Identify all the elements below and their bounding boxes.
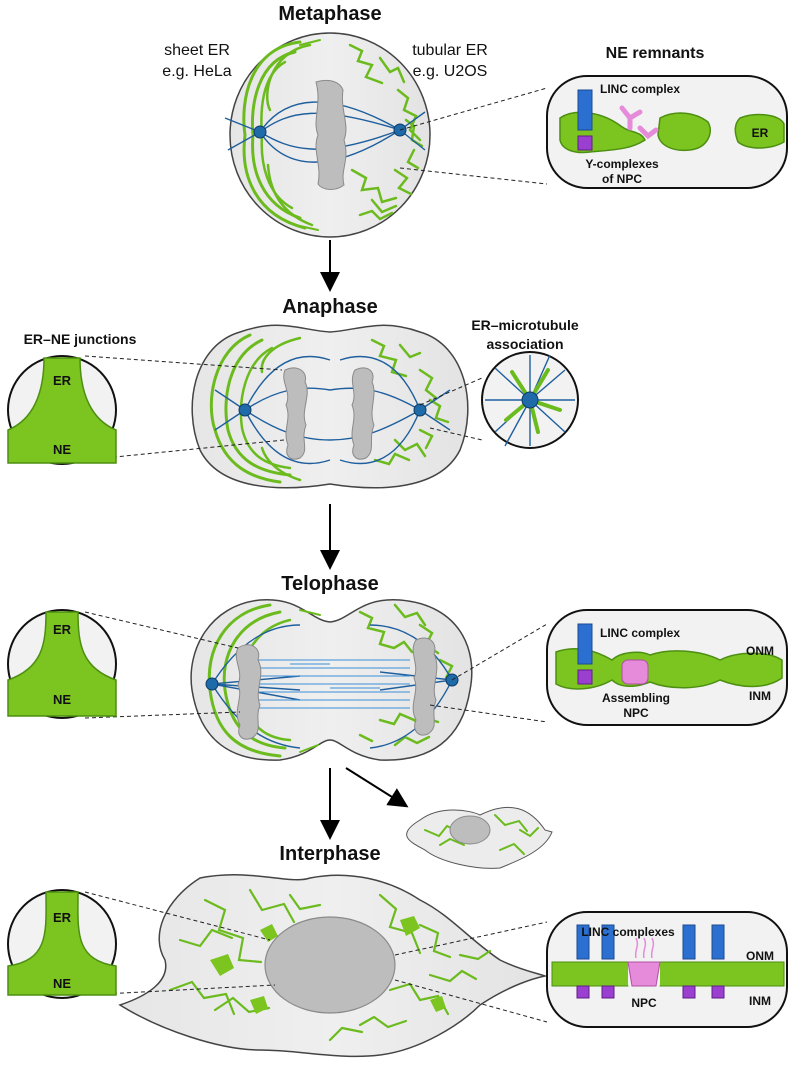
ne-remnants-title: NE remnants bbox=[606, 45, 705, 62]
assembling-label: Assembling bbox=[602, 691, 670, 705]
er-ne-junctions-title: ER–NE junctions bbox=[24, 331, 137, 347]
er-mt-title-line2: association bbox=[486, 336, 563, 352]
er-label-inset1: ER bbox=[752, 126, 769, 140]
telophase-chromatin-right bbox=[412, 637, 438, 736]
assembling-npc-label: NPC bbox=[623, 706, 649, 720]
interphase-title: Interphase bbox=[279, 843, 380, 865]
ne-label-inset3: NE bbox=[53, 692, 71, 707]
linc-complex-label: LINC complex bbox=[600, 82, 680, 96]
centrosome-left bbox=[253, 125, 267, 139]
npc-icon bbox=[627, 961, 661, 987]
er-label-inset2: ER bbox=[53, 373, 72, 388]
assembling-npc-inset: LINC complex ONM INM Assembling NPC bbox=[546, 609, 788, 726]
er-microtubule-inset bbox=[481, 351, 579, 449]
anaphase-cell bbox=[191, 324, 469, 489]
of-npc-label: of NPC bbox=[602, 172, 642, 186]
interphase-cell bbox=[118, 874, 548, 1058]
er-mt-title-line1: ER–microtubule bbox=[471, 317, 579, 333]
linc-complexes-label: LINC complexes bbox=[581, 925, 675, 939]
tubular-er-label: tubular ER bbox=[412, 42, 488, 59]
linc-complex-label-2: LINC complex bbox=[600, 626, 680, 640]
ne-label-inset4: NE bbox=[53, 976, 71, 991]
telophase-cell bbox=[190, 599, 473, 761]
npc-inset: LINC complexes ONM INM NPC bbox=[546, 911, 788, 1028]
telophase-chromatin-left bbox=[235, 644, 262, 740]
er-ne-junction-inset-telophase: ER NE bbox=[7, 609, 117, 719]
ne-label-inset2: NE bbox=[53, 442, 71, 457]
anaphase-centrosome-left bbox=[238, 403, 252, 417]
arrow-telophase-to-small-cell bbox=[345, 767, 409, 808]
tubular-er-example: e.g. U2OS bbox=[413, 63, 488, 80]
y-complex-icon bbox=[619, 105, 643, 131]
ne-remnants-inset: LINC complex ER Y-complexes of NPC bbox=[546, 75, 788, 189]
anaphase-chromatin-left bbox=[283, 367, 308, 460]
telophase-centrosome-left bbox=[205, 677, 219, 691]
centrosome-icon bbox=[521, 391, 539, 409]
sheet-er-example: e.g. HeLa bbox=[162, 63, 231, 80]
inm-label-2: INM bbox=[749, 994, 771, 1008]
small-interphase-cell bbox=[406, 806, 553, 869]
onm-label-2: ONM bbox=[746, 949, 774, 963]
npc-label: NPC bbox=[631, 996, 657, 1010]
er-label-inset4: ER bbox=[53, 910, 72, 925]
anaphase-centrosome-right bbox=[413, 403, 427, 417]
onm-label-1: ONM bbox=[746, 644, 774, 658]
y-complexes-label: Y-complexes bbox=[585, 157, 659, 171]
er-ne-junction-inset-anaphase: ER NE bbox=[7, 355, 117, 465]
metaphase-title: Metaphase bbox=[278, 3, 381, 25]
linc-complex-icon bbox=[577, 89, 593, 131]
telophase-title: Telophase bbox=[281, 573, 378, 595]
metaphase-chromatin bbox=[315, 79, 347, 190]
er-ne-junction-inset-interphase: ER NE bbox=[7, 889, 117, 999]
metaphase-cell bbox=[224, 32, 431, 238]
sheet-er-label: sheet ER bbox=[164, 42, 230, 59]
er-label-inset3: ER bbox=[53, 622, 72, 637]
interphase-nucleus bbox=[264, 916, 396, 1014]
anaphase-title: Anaphase bbox=[282, 296, 378, 318]
assembling-npc-icon bbox=[621, 659, 649, 685]
anaphase-chromatin-right bbox=[351, 367, 375, 460]
inm-label-1: INM bbox=[749, 689, 771, 703]
